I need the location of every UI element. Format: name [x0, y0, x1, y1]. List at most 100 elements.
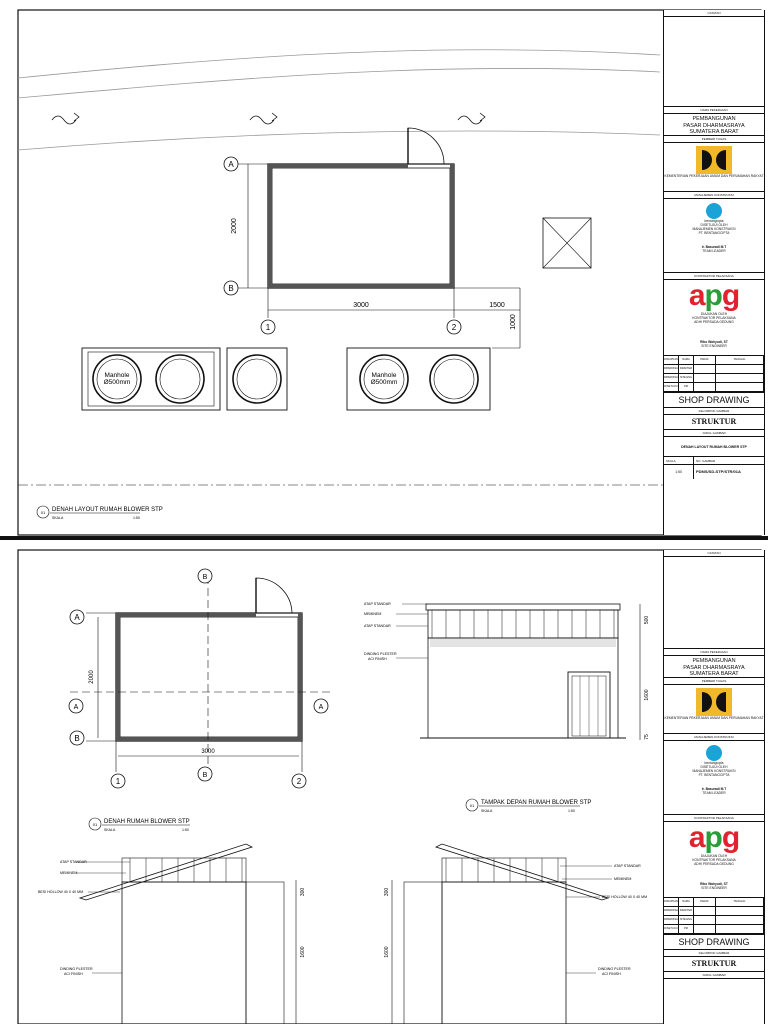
label-dinding: DINDING PLESTER [364, 652, 397, 656]
caption-plan: DENAH RUMAH BLOWER STP [104, 819, 190, 825]
caption-scale-label: SKALA [52, 516, 64, 520]
grid-bubble-b [69, 730, 85, 746]
tb-cell [716, 383, 764, 392]
tb-cell: SITE ENG [679, 374, 694, 383]
tb-group-header: KELOMPOK GAMBAR [664, 408, 764, 415]
dim-1000: 1000 [510, 314, 517, 330]
tb-owner-name: KEMENTERIAN PEKERJAAN UMUM DAN PERUMAHAN… [664, 716, 764, 720]
tb-kp-text: KONTRAKTOR PELAKSANA [692, 858, 736, 862]
tb-cell: TANGGAL [716, 356, 764, 365]
tb-no-label: NO. GAMBAR [696, 459, 716, 463]
tb-project-header: NAMA PEKERJAAN [664, 649, 764, 656]
tb-cell [694, 925, 716, 934]
tb-notes-header: CATATAN [664, 10, 764, 17]
layout-plan-drawing: A B 1 2 2000 3000 1500 1000 Manhole Ø500… [17, 9, 762, 536]
tb-cell: DISETUJUI [664, 383, 679, 392]
tb-title-value: DENAH LAYOUT RUMAH BLOWER STP [664, 437, 764, 457]
grid-label-b: B [228, 284, 233, 293]
section-marker: B [203, 772, 208, 779]
tb-project-header: NAMA PEKERJAAN [664, 107, 764, 114]
plan-elevation-drawing: A B 1 2 B B A A 2000 3000 01 DENAH RUMAH… [17, 549, 762, 1025]
caption-front: TAMPAK DEPAN RUMAH BLOWER STP [481, 800, 591, 806]
grid-bubble-2 [291, 773, 307, 789]
tb-no-value: PDMS/SD-STP/STR/01A [696, 469, 741, 474]
label-meminem: MEMINEM [614, 877, 631, 881]
label-meminem: MEMINEM [60, 871, 77, 875]
tb-mk-text: PT. BENTANGCIPTA [698, 231, 730, 235]
dim-1500: 1500 [489, 302, 505, 309]
caption-scale: 1:50 [133, 516, 140, 520]
caption-title: DENAH LAYOUT RUMAH BLOWER STP [52, 507, 163, 513]
tb-kp-text: ADHI PERSADA GEDUNG [694, 320, 734, 324]
dim-500: 500 [644, 616, 650, 625]
tb-cell: NAMA [679, 356, 694, 365]
tb-owner-header: PEMBERI TUGAS [664, 678, 764, 685]
tb-mk-role: TEAM LEADER [702, 249, 726, 253]
manhole-label: Manhole [105, 372, 130, 379]
tb-cell: PARAF [694, 898, 716, 907]
tb-mk-text: PT. BENTANGCIPTA [698, 773, 730, 777]
dim-1600: 1600 [384, 946, 390, 957]
tb-cell [716, 907, 764, 916]
tb-cell: DISIAPKAN [664, 898, 679, 907]
tb-cell [716, 916, 764, 925]
caption-number: 01 [41, 510, 46, 515]
bentangcipta-logo-icon [706, 745, 722, 761]
tb-cell: DRAFTER [679, 365, 694, 374]
tb-mk-header: MANAJEMEN KONSTRUKSI [664, 192, 764, 199]
tb-drawing-type: SHOP DRAWING [664, 935, 764, 950]
tb-scale-value: 1:50 [664, 465, 694, 479]
tb-cell [716, 925, 764, 934]
tb-kp-text: KONTRAKTOR PELAKSANA [692, 316, 736, 320]
tb-owner-name: KEMENTERIAN PEKERJAAN UMUM DAN PERUMAHAN… [664, 174, 764, 178]
grid-bubble-a [223, 156, 239, 172]
label-finish: ACI FINISH [602, 972, 621, 976]
tb-cell: NAMA [679, 898, 694, 907]
label-meminem: MEMINEM [364, 612, 381, 616]
tb-title-header: JUDUL GAMBAR [664, 430, 764, 437]
tb-kp-text: DIAJUKAN OLEH [700, 312, 728, 316]
tb-mk-text: DISETUJUI OLEH [700, 223, 728, 227]
caption-scale: 1:50 [568, 809, 575, 813]
tb-kp-text: DIAJUKAN OLEH [700, 854, 728, 858]
dim-1600: 1600 [644, 689, 650, 700]
label-atap: ATAP STANDAR [60, 860, 87, 864]
grid-label-1: 1 [266, 323, 271, 332]
tb-cell [694, 383, 716, 392]
tb-cell [716, 365, 764, 374]
title-block-2: CATATAN NAMA PEKERJAAN PEMBANGUNAN PASAR… [663, 550, 765, 1024]
tb-cell: SITE ENG [679, 916, 694, 925]
tb-cell: DISIAPKAN [664, 356, 679, 365]
drawing-sheet-1: A B 1 2 2000 3000 1500 1000 Manhole Ø500… [17, 9, 765, 536]
grid-label-2: 2 [452, 323, 457, 332]
tb-notes-header: CATATAN [664, 550, 764, 557]
tb-mk-person: Ir. Basuradi M.T [701, 787, 727, 791]
tb-cell: DRAFTER [679, 907, 694, 916]
pu-logo-icon [696, 688, 732, 716]
title-block-1: CATATAN NAMA PEKERJAAN PEMBANGUNAN PASAR… [663, 10, 765, 535]
manhole-label: Manhole [372, 372, 397, 379]
tb-group-value: STRUKTUR [664, 957, 764, 972]
dim-3000: 3000 [201, 749, 215, 755]
tb-scale-label: SKALA [664, 457, 694, 464]
tb-kp-person: Riko Wahyudi, ST [700, 340, 728, 344]
label-dinding: DINDING PLESTER [598, 967, 631, 971]
tb-contractor-header: KONTRAKTOR PELAKSANA [664, 815, 764, 822]
tb-cell: DIPERIKSA [664, 374, 679, 383]
tb-kp-text: ADHI PERSADA GEDUNG [694, 862, 734, 866]
pu-logo-icon [696, 146, 732, 174]
tb-cell: PARAF [694, 356, 716, 365]
section-marker: A [319, 704, 324, 711]
tb-cell [694, 907, 716, 916]
label-atap: ATAP STANDAR [364, 624, 391, 628]
drawing-sheet-2: A B 1 2 B B A A 2000 3000 01 DENAH RUMAH… [0, 540, 768, 1025]
tb-cell: DISETUJUI [664, 925, 679, 934]
tb-project-line: PEMBANGUNAN [692, 658, 736, 664]
grid-bubble-1 [260, 319, 276, 335]
tb-owner-header: PEMBERI TUGAS [664, 136, 764, 143]
dim-2000: 2000 [231, 218, 238, 234]
tb-mk-logo-text: bentangcipta [704, 219, 724, 223]
grid-label-2: 2 [297, 777, 302, 786]
